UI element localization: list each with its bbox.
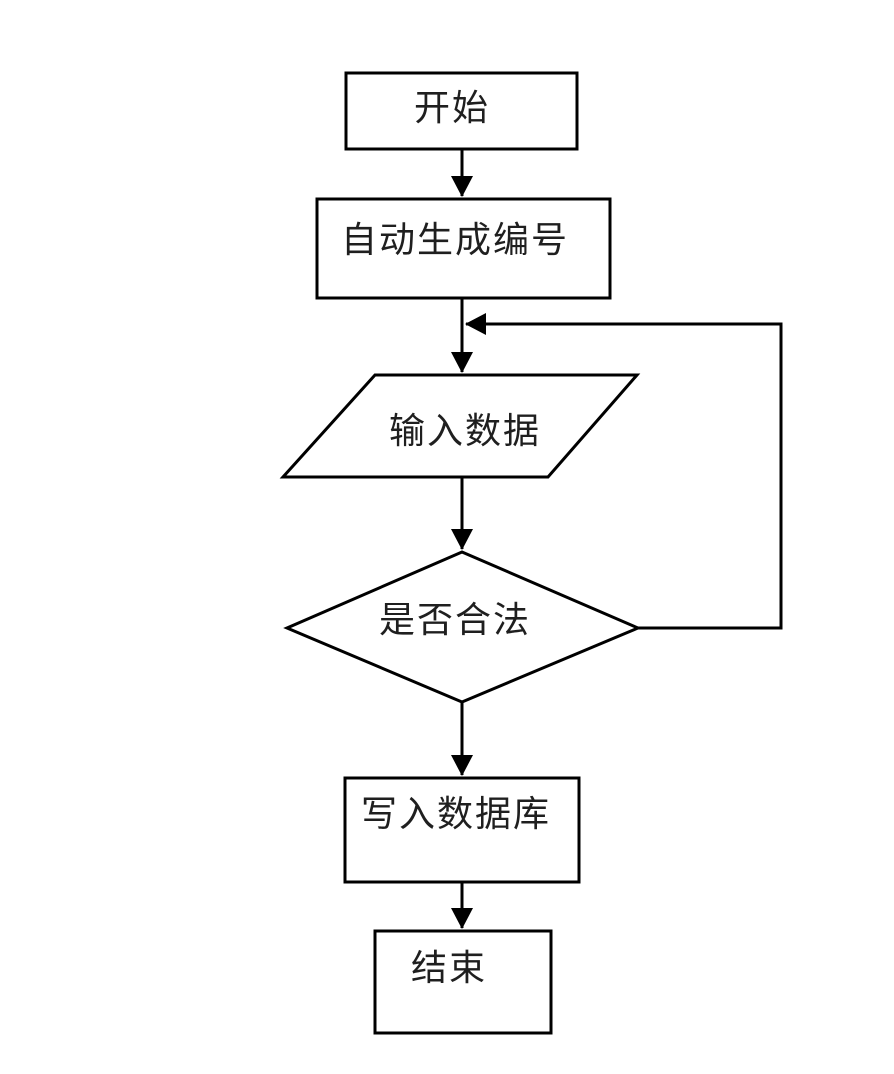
end-label: 结束 (411, 948, 487, 989)
write-db-label: 写入数据库 (361, 794, 551, 835)
auto-number-rectangle (315, 197, 612, 300)
flow-node-validity-check: 是否合法 (283, 550, 642, 704)
end-rectangle (373, 929, 553, 1035)
flow-node-input-data: 输入数据 (279, 373, 641, 479)
edge-loopback-validity-check-to-input-data (465, 313, 783, 630)
start-label: 开始 (414, 88, 490, 129)
input-data-parallelogram (279, 373, 641, 479)
flow-node-auto-number: 自动生成编号 (315, 197, 612, 300)
write-db-rectangle (343, 776, 581, 884)
validity-check-label: 是否合法 (379, 600, 531, 641)
auto-number-label: 自动生成编号 (341, 220, 569, 261)
flow-node-write-db: 写入数据库 (343, 776, 581, 884)
start-rectangle (344, 71, 579, 151)
flow-node-end: 结束 (373, 929, 553, 1035)
validity-check-diamond (283, 550, 642, 704)
flow-node-start: 开始 (344, 71, 579, 151)
input-data-label: 输入数据 (389, 411, 541, 452)
